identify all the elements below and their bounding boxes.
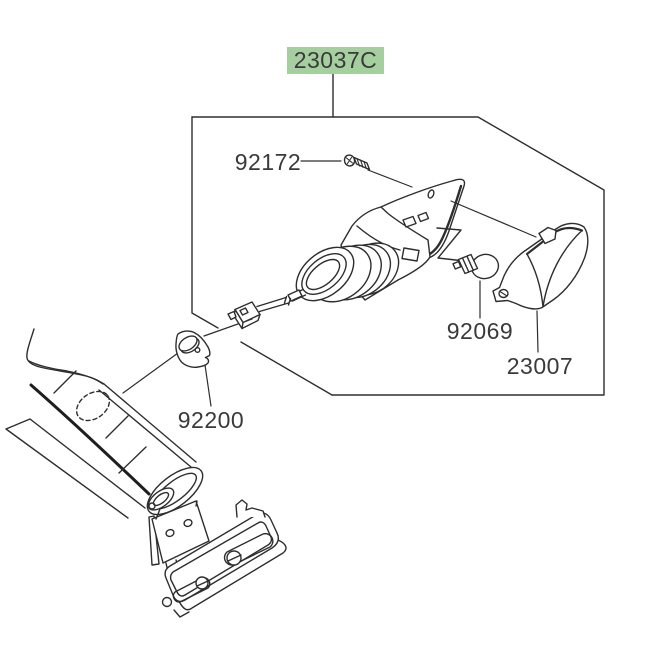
gasket-drawing (175, 330, 211, 368)
part-label-92200[interactable]: 92200 (177, 407, 245, 433)
license-plate-bracket-drawing (161, 499, 287, 618)
screw-drawing (300, 154, 413, 188)
part-label-92069[interactable]: 92069 (446, 318, 514, 344)
assembly-box-outline (191, 73, 605, 396)
lens-drawing (450, 200, 589, 353)
part-label-23037C[interactable]: 23037C (287, 47, 384, 74)
wiring-stem-drawing (227, 288, 307, 330)
part-label-92172[interactable]: 92172 (234, 149, 302, 175)
hidden-hole-dashed-ellipse (75, 390, 111, 422)
bulb-drawing (452, 253, 500, 319)
turn-signal-assembly-drawing (227, 178, 466, 330)
tail-section-drawing (5, 328, 287, 618)
part-label-23007[interactable]: 23007 (506, 353, 574, 379)
